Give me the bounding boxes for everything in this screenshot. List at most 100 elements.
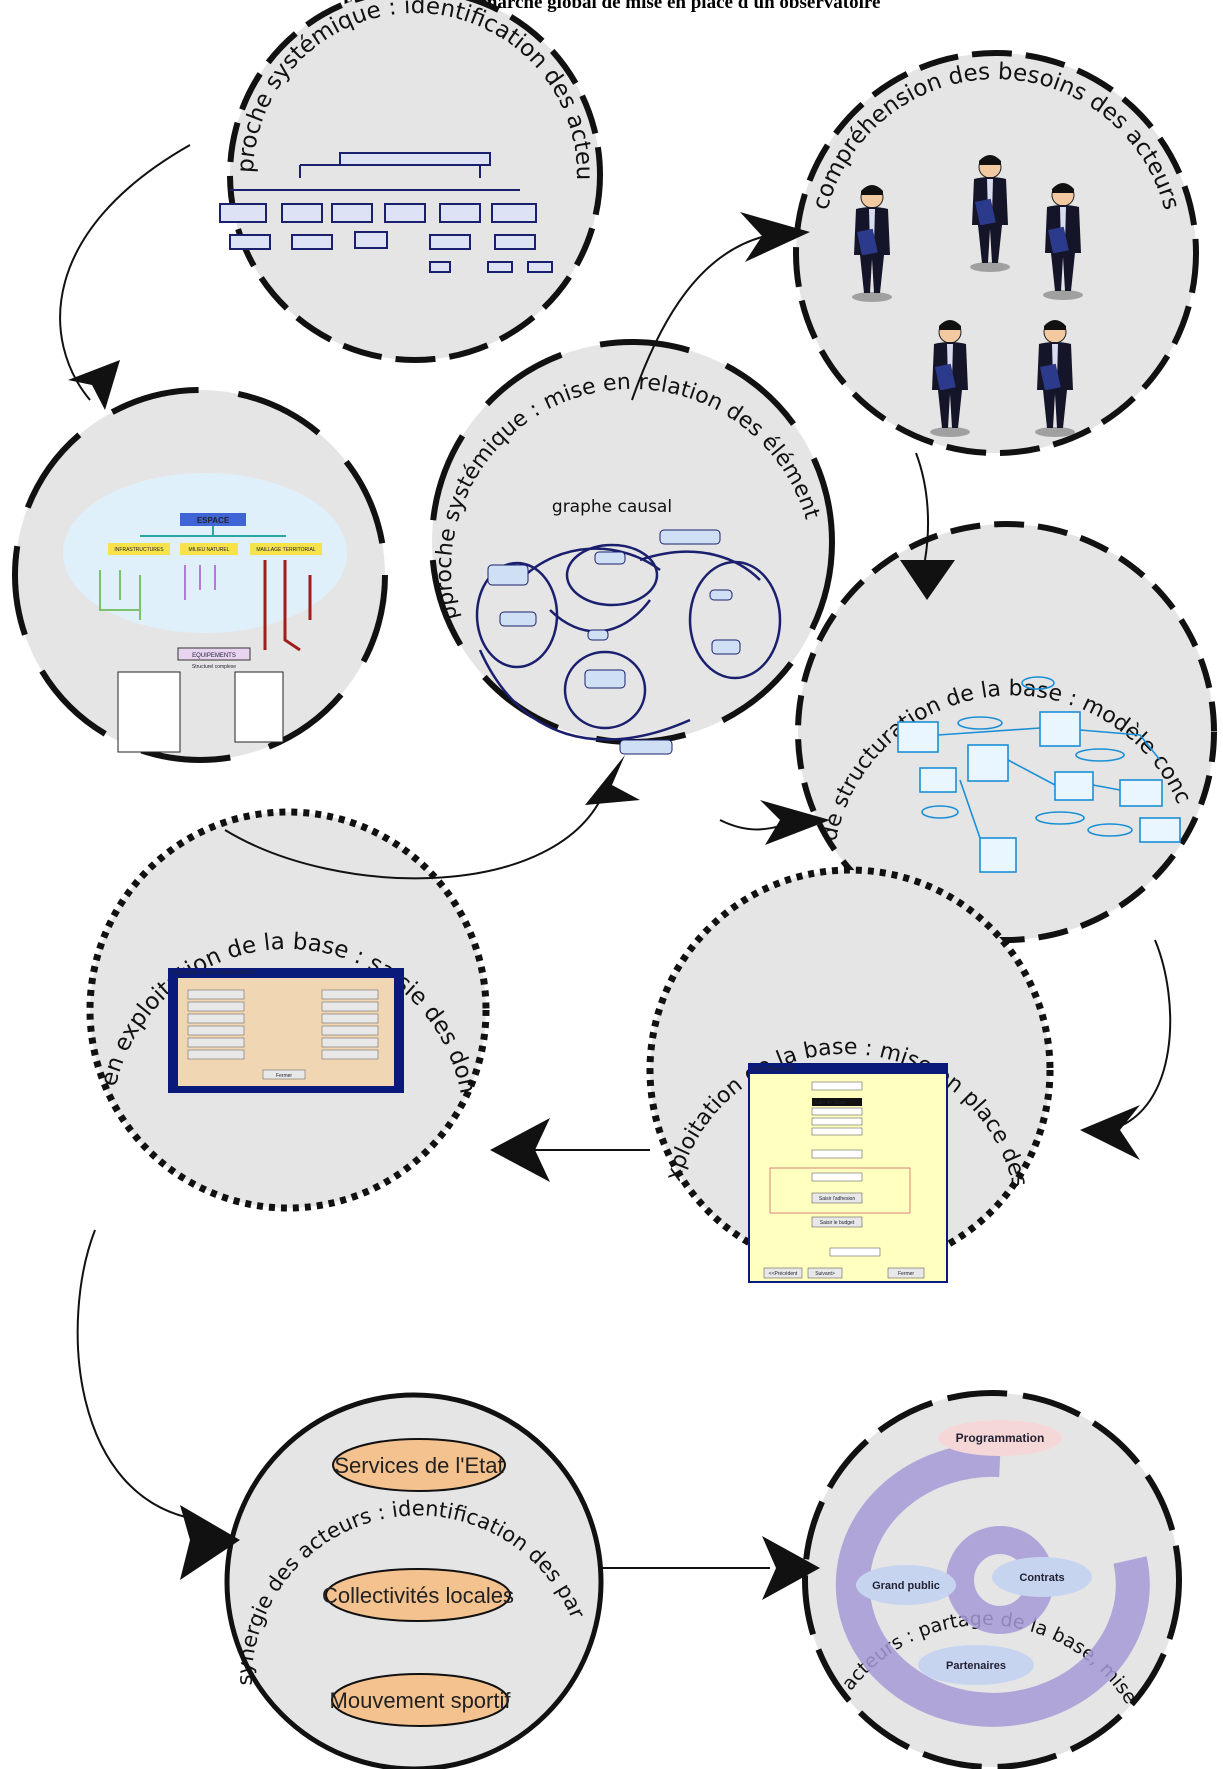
flow-arrows [59,144,1172,1569]
saisie-button [187,1049,245,1060]
org-chart [219,152,553,273]
node-grand-public-text: Grand public [872,1580,940,1592]
equipements-list-left [117,671,181,753]
uml-ellipse [921,805,959,819]
arrowhead-structuration-left [760,800,830,845]
espace-branch-infra-text: INFRASTRUCTURES [114,547,164,553]
node-partenaires-text: Partenaires [946,1660,1006,1672]
arrowhead-espace [68,360,120,410]
graph-cluster [563,650,647,730]
equipements-sub-text: Structurel complexe [192,664,236,670]
node-programmation-text: Programmation [956,1431,1045,1445]
espace-links-green [99,570,141,620]
espace-branch-maillage [250,543,322,555]
arrow-espace-to-relation [224,789,606,880]
uml-ellipse [1075,748,1125,762]
form-field-selected [812,1098,862,1106]
graphe-causal-title: graphe causal [552,497,672,517]
partner-pill-mouvement [331,1673,509,1727]
causal-graph [475,543,782,741]
circles [12,0,1217,1769]
espace-diagram: ESPACE INFRASTRUCTURES MILIEU NATUREL MA… [63,473,347,753]
graph-node [709,589,733,601]
form-button-prev-text: <<Précédent [769,1271,798,1277]
saisie-button [321,989,379,1000]
form-button-adhesion [811,1192,863,1204]
equipements-list-right [234,671,284,743]
espace-root [180,513,246,526]
uml-class [1119,779,1163,807]
node-contrats-text: Contrats [1019,1572,1064,1584]
arrowhead-relation [585,755,640,805]
graph-node [499,611,537,627]
arrow-saisie-to-partenaires [76,1229,201,1521]
saisie-button [187,1037,245,1048]
org-node [331,203,373,223]
espace-links-purple [184,565,216,600]
uml-class [897,721,939,753]
saisie-button [187,1025,245,1036]
form-window: Site d'Accueil Salle de Sport Saisir l'a… [748,1063,948,1283]
espace-branch-infra [108,543,170,555]
arrow-besoins-to-structuration [915,452,930,561]
uml-class [1039,711,1081,747]
graph-node [584,669,626,689]
form-field [811,1172,863,1182]
node-programmation [938,1420,1062,1456]
equipements-text: EQUIPEMENTS [192,653,236,659]
uml-class [919,767,957,793]
arrow-relation-to-besoins [631,234,771,401]
uml-ellipse [1021,676,1055,690]
saisie-button [187,1001,245,1012]
form-field [811,1127,863,1136]
graph-node [659,529,721,545]
graph-node [594,551,626,565]
saisie-button [321,1037,379,1048]
saisie-button [187,1013,245,1024]
org-node [487,261,513,273]
form-button-budget [811,1216,863,1228]
org-node [494,234,536,250]
form-field [829,1247,881,1257]
saisie-close-button [262,1069,306,1080]
partner-pill-etat-text: Services de l'Etat [334,1453,503,1478]
uml-ellipse [957,716,1003,730]
uml-ellipse [1087,823,1133,837]
partner-pill-etat [332,1438,506,1492]
graph-node [619,739,673,755]
sharing-diagram: Programmation Grand public Contrats Part… [835,1420,1150,1727]
form-field [811,1149,863,1159]
graph-node [587,629,609,641]
node-contrats [992,1557,1092,1597]
partner-pill-collectivites-text: Collectivités locales [322,1583,514,1608]
form-button-prev [763,1267,803,1279]
graph-node [487,564,529,586]
saisie-button [187,989,245,1000]
arrow-structuration-to-interfaces [1109,939,1172,1131]
org-root [339,152,491,166]
form-button-close [887,1267,925,1279]
org-node [491,203,537,223]
org-node [291,234,333,250]
partner-pill-mouvement-text: Mouvement sportif [330,1688,512,1713]
form-field [811,1081,863,1091]
arrowheads [68,212,1140,1600]
form-button-budget-text: Saisir le budget [820,1220,855,1226]
uml-ellipse [1035,811,1085,825]
org-node [384,203,426,223]
uml-class [979,837,1017,873]
arrowhead-besoins [740,212,810,262]
uml-diagram [897,676,1181,873]
saisie-window: Saisie de la Base de données SIGEC Ferme… [168,968,404,1093]
espace-links-red [263,560,312,652]
arrowhead-saisie [490,1118,550,1182]
org-node [229,234,271,250]
form-button-next-text: Suivant> [815,1271,835,1277]
form-button-close-text: Fermer [898,1271,914,1277]
uml-class [967,744,1009,782]
uml-class [1054,771,1094,801]
graph-cluster [565,543,659,607]
causal-graph-nodes [487,529,741,755]
org-node [527,261,553,273]
